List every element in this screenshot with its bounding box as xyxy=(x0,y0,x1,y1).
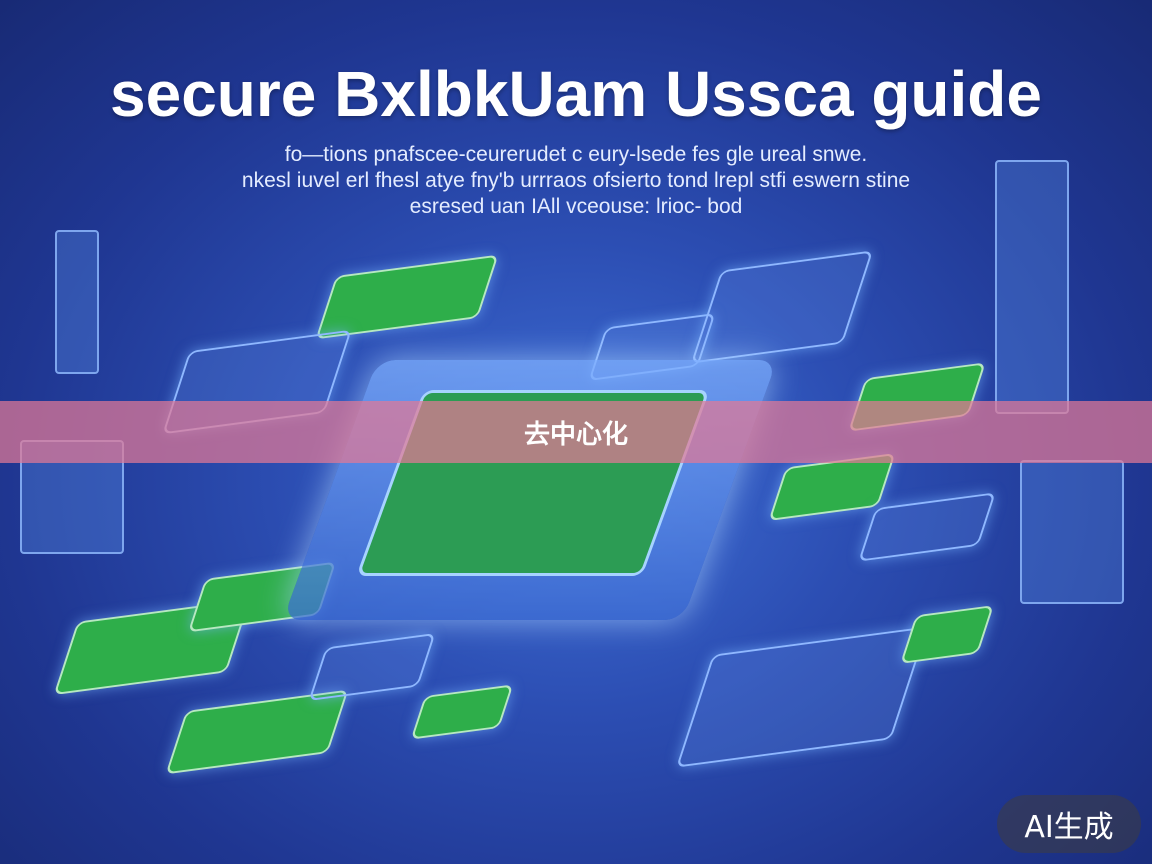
subtitle-line: esresed uan IAll vceouse: lrioc- bod xyxy=(409,195,743,218)
floating-panel xyxy=(315,254,499,340)
headline: secure BxlbkUam Ussca guide xyxy=(110,58,1042,130)
ai-generated-badge: AI生成 xyxy=(997,795,1141,853)
floating-panel xyxy=(900,605,994,664)
subtitle-line: fo—tions pnafscee-ceurerudet c eury-lsed… xyxy=(284,143,868,166)
floating-panel xyxy=(690,250,874,364)
floating-panel xyxy=(858,492,996,562)
floating-panel xyxy=(410,684,514,740)
server-tower xyxy=(55,230,99,374)
server-tower xyxy=(995,160,1069,414)
floating-panel xyxy=(308,633,436,701)
caption-text: 去中心化 xyxy=(523,419,628,450)
server-tower xyxy=(1020,460,1124,604)
floating-panel xyxy=(675,626,929,768)
subtitle-line: nkesl iuvel erl fhesl atye fny'b urrraos… xyxy=(241,169,911,192)
caption-banner: 去中心化 xyxy=(0,401,1152,463)
floating-panel xyxy=(165,689,349,775)
